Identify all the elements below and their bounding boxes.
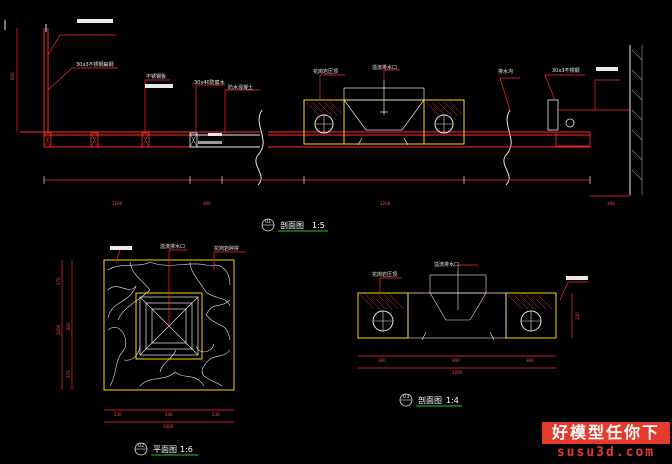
dim-section-left: 1200 [112, 201, 123, 206]
watermark: 好模型任你下 susu3d.com [542, 422, 670, 464]
dim-detail-total: 1000 [452, 370, 463, 375]
annot-detail-stone: 花岗岩压顶 [372, 271, 397, 278]
svg-text:01: 01 [265, 219, 271, 225]
plan-title-text: 平面图 [153, 445, 177, 454]
annot-top-stone-center: 花岗岩压顶 [313, 68, 338, 75]
dim-plan-v1: 370 [56, 277, 61, 285]
dim-plan-h3: 230 [212, 412, 220, 417]
annot-plan-outlet: 溢流排水口 [160, 243, 185, 250]
dim-plan-h2: 540 [165, 412, 173, 417]
section-scale: 1:5 [312, 221, 325, 230]
watermark-chinese: 好模型任你下 [542, 422, 670, 444]
plan-scale: 1:6 [180, 445, 193, 454]
dim-detail-h1: 300 [378, 358, 386, 363]
dim-detail-height: 200 [575, 312, 580, 320]
section-title: 01 剖面图 1:5 [261, 218, 328, 232]
detail-title: 03 剖面图 1:4 [399, 393, 462, 407]
dim-section-center: 1200 [380, 201, 391, 206]
annot-top-drain: 排水沟 [498, 68, 513, 75]
detail-scale: 1:4 [446, 396, 459, 405]
dim-plan-total-h: 1000 [163, 424, 174, 429]
detail-title-text: 剖面图 [418, 395, 442, 405]
dim-plan-h1: 230 [114, 412, 122, 417]
dim-plan-total: 1000 [56, 324, 61, 335]
annot-top-right-steel: 30x3不锈钢 [552, 67, 580, 74]
section-view: 600 [4, 19, 643, 206]
dim-detail-h2: 300 [452, 358, 460, 363]
dim-section-right: 300 [607, 201, 615, 206]
watermark-site: susu3d.com [556, 445, 656, 460]
annot-top-waterproof: 防水混凝土 [228, 84, 253, 91]
dim-plan-v2: 600 [66, 322, 71, 330]
annot-top-stainless: 不锈钢板 [146, 73, 166, 80]
dim-detail-h3: 300 [526, 358, 534, 363]
section-title-text: 剖面图 [280, 220, 304, 230]
annot-plan-stone: 花岗岩碎拼 [214, 245, 239, 252]
annot-top-left-steel: 30x3不锈钢扁钢 [76, 61, 114, 68]
svg-text:600: 600 [10, 72, 15, 80]
dim-plan-v3: 370 [66, 370, 71, 378]
detail-view: 花岗岩压顶 溢流排水口 200 300 300 300 1000 [357, 261, 588, 375]
plan-title: 02 平面图 1:6 [134, 442, 198, 456]
svg-text:02: 02 [138, 443, 144, 449]
annot-top-outlet: 溢流排水口 [372, 64, 397, 71]
annot-top-deck: 30x40防腐木 [194, 79, 225, 86]
svg-text:03: 03 [403, 394, 409, 400]
plan-view: 溢流排水口 花岗岩碎拼 370 600 370 1000 230 540 230… [56, 243, 246, 429]
label-box [77, 19, 113, 23]
dim-section-mid-left: 300 [203, 201, 211, 206]
annot-detail-outlet: 溢流排水口 [434, 261, 459, 268]
